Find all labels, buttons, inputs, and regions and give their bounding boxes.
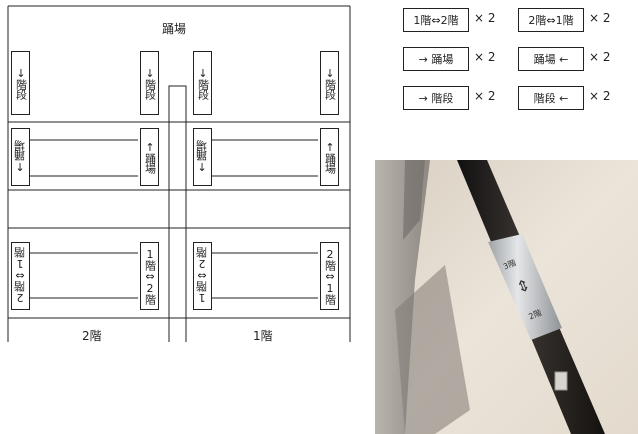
legend-label-to-stairs: → 階段 (403, 86, 469, 110)
legend-mult: × 2 (589, 50, 611, 64)
sticker-top-label: 3階 (501, 257, 517, 271)
sign-landing-up-right-outer: ↑踊場 (320, 128, 339, 186)
legend-label-to-landing: → 踊場 (403, 47, 469, 71)
sign-stairs-down-left-inner: ↓階段 (140, 51, 159, 115)
sign-stairs-down-right-inner: ↓階段 (193, 51, 212, 115)
sign-floor-1-2-right-inner: 1階⇔2階 (193, 242, 212, 310)
sticker-bottom-label: 2階 (527, 307, 543, 321)
sign-landing-up-right-inner: ↑踊場 (193, 128, 212, 186)
floor-2-label: 2階 (82, 329, 102, 343)
sign-landing-up-left-inner: ↑踊場 (140, 128, 159, 186)
legend-mult: × 2 (474, 50, 496, 64)
sign-landing-up-left-outer: ↑踊場 (11, 128, 30, 186)
sign-floor-1-2-left-inner: 1階⇔2階 (140, 242, 159, 310)
sign-floor-2-1-left-outer: 2階⇔1階 (11, 242, 30, 310)
legend-mult: × 2 (474, 11, 496, 25)
diagram-lines (7, 5, 351, 342)
handrail-photo: 3階 ⇕ 2階 (375, 160, 638, 434)
legend-label-2-1: 2階⇔1階 (518, 8, 584, 32)
legend-label-stairs-from: 階段 ← (518, 86, 584, 110)
legend-mult: × 2 (474, 89, 496, 103)
legend-mult: × 2 (589, 89, 611, 103)
legend-label-1-2: 1階⇔2階 (403, 8, 469, 32)
floor-1-label: 1階 (253, 329, 273, 343)
sign-floor-2-1-right-outer: 2階⇔1階 (320, 242, 339, 310)
sign-stairs-down-right-outer: ↓階段 (320, 51, 339, 115)
sign-stairs-down-left-outer: ↓階段 (11, 51, 30, 115)
landing-label: 踊場 (162, 22, 187, 36)
legend-label-landing-from: 踊場 ← (518, 47, 584, 71)
handrail-photo-drawing: 3階 ⇕ 2階 (375, 160, 638, 434)
legend-mult: × 2 (589, 11, 611, 25)
